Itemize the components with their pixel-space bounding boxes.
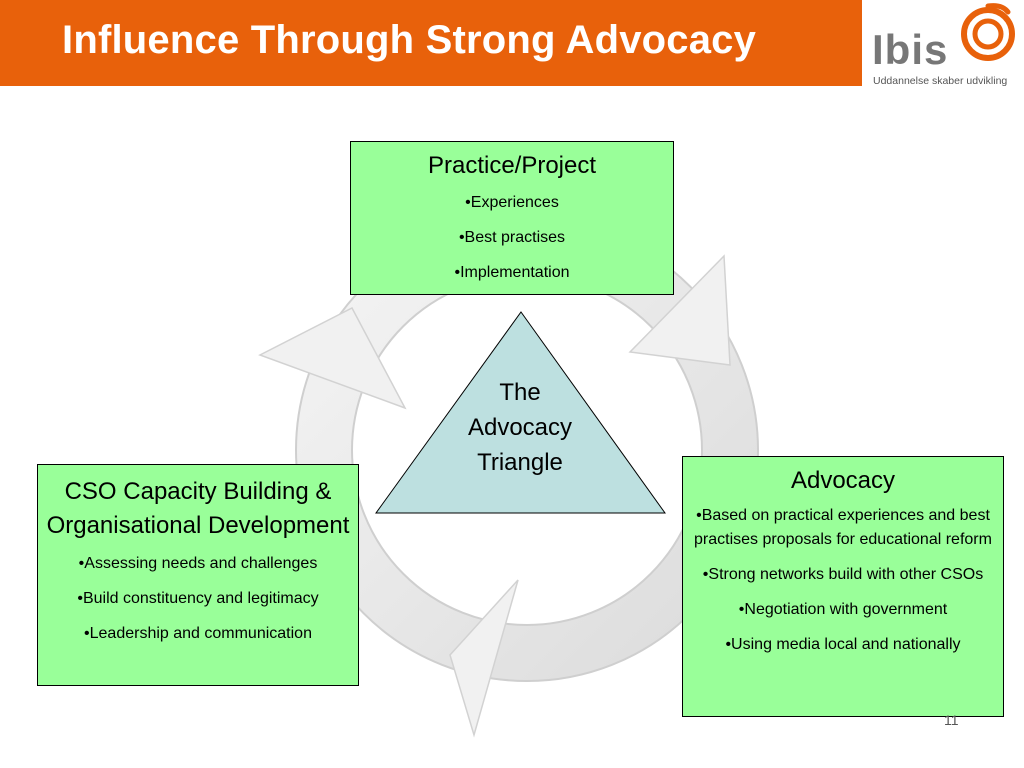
advocacy-triangle [375,311,666,514]
bullet-item: •Implementation [454,263,570,281]
triangle-label: The Advocacy Triangle [440,376,600,480]
box-title: Advocacy [790,467,896,494]
ibis-swirl-icon [961,3,1015,61]
logo-word: Ibis [872,26,949,73]
bullet-item: •Using media local and nationally [725,635,961,653]
cso-capacity-box: CSO Capacity Building & Organisational D… [37,464,359,686]
page-number: 11 [944,712,959,728]
triangle-label-line: Advocacy [467,413,573,441]
logo-tagline: Uddannelse skaber udvikling [873,75,1008,87]
bullet-item: •Negotiation with government [738,600,948,618]
advocacy-box: Advocacy •Based on practical experiences… [682,456,1004,717]
box-title: CSO Capacity Building & Organisational D… [46,478,350,539]
bullet-item: •Assessing needs and challenges [78,555,318,573]
bullet-item: •Experiences [465,193,559,211]
arrowhead-bottom [449,579,519,738]
ibis-logo: Ibis Uddannelse skaber udvikling [866,0,1024,96]
box-title: Practice/Project [427,152,597,179]
arrowhead-right [628,254,731,366]
slide-title: Influence Through Strong Advocacy [62,18,757,62]
practice-project-box: Practice/Project •Experiences •Best prac… [350,141,674,295]
title-bar: Influence Through Strong Advocacy [0,0,862,86]
bullet-item: •Best practises [458,228,566,246]
bullet-item: •Leadership and communication [84,625,312,643]
bullet-item: •Based on practical experiences and best… [694,506,992,548]
arrowhead-left [258,306,407,410]
triangle-label-line: The [499,379,541,406]
bullet-item: •Build constituency and legitimacy [77,590,319,608]
triangle-label-line: Triangle [477,448,563,476]
bullet-item: •Strong networks build with other CSOs [702,565,984,583]
